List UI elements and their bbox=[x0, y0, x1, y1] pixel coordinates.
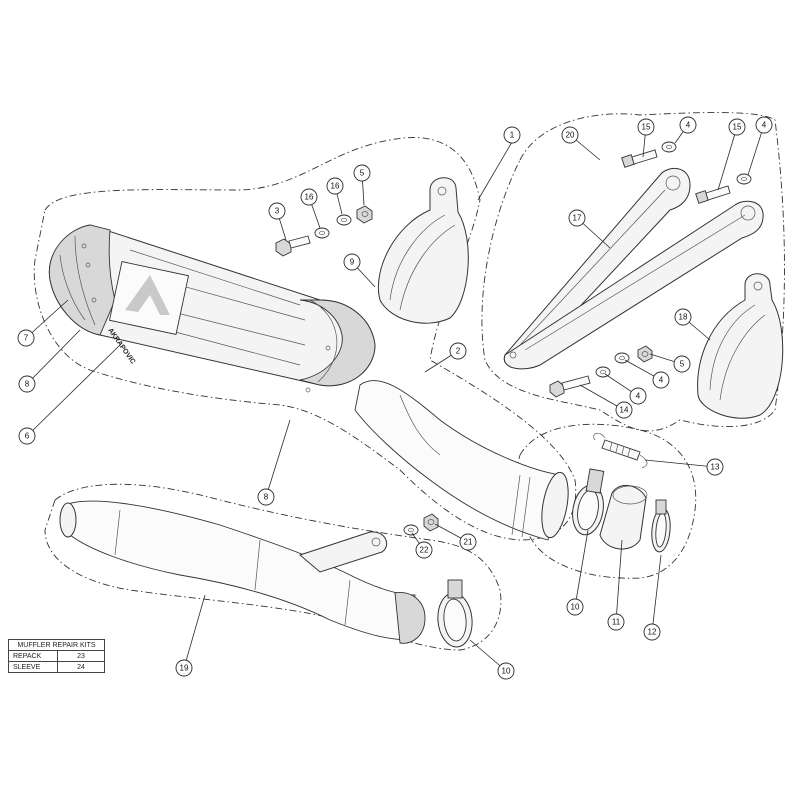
callout-5a: 5 bbox=[353, 164, 371, 182]
svg-text:18: 18 bbox=[679, 313, 688, 322]
svg-text:7: 7 bbox=[24, 334, 29, 343]
svg-text:10: 10 bbox=[571, 603, 580, 612]
nut-21 bbox=[423, 513, 439, 532]
washer-16b bbox=[336, 214, 352, 226]
svg-text:20: 20 bbox=[566, 131, 575, 140]
bolt-15b bbox=[695, 185, 731, 204]
washer-22 bbox=[403, 524, 419, 536]
clamp-10a bbox=[572, 468, 605, 536]
callout-18: 18 bbox=[674, 308, 692, 326]
kit-row: SLEEVE 24 bbox=[8, 661, 105, 673]
svg-text:2: 2 bbox=[456, 347, 461, 356]
washer-4b bbox=[736, 173, 752, 185]
callout-4d: 4 bbox=[629, 387, 647, 405]
clamp-10b bbox=[437, 579, 473, 648]
svg-text:19: 19 bbox=[180, 664, 189, 673]
svg-text:15: 15 bbox=[642, 123, 651, 132]
bolt-3 bbox=[275, 235, 311, 257]
callout-14: 14 bbox=[615, 401, 633, 419]
kit-name-sleeve: SLEEVE bbox=[8, 661, 58, 673]
callout-8a: 8 bbox=[18, 375, 36, 393]
callout-20: 20 bbox=[561, 126, 579, 144]
callout-3: 3 bbox=[268, 202, 286, 220]
svg-text:6: 6 bbox=[25, 432, 30, 441]
callout-17: 17 bbox=[568, 209, 586, 227]
callout-15a: 15 bbox=[637, 118, 655, 136]
strap-clamp-9 bbox=[378, 177, 469, 324]
kit-number-repack: 23 bbox=[57, 650, 105, 662]
clamp-12 bbox=[651, 499, 671, 553]
svg-text:10: 10 bbox=[502, 667, 511, 676]
callout-5b: 5 bbox=[673, 355, 691, 373]
clamp-kit-outline bbox=[515, 423, 697, 579]
callout-4b: 4 bbox=[755, 116, 773, 134]
svg-text:14: 14 bbox=[620, 406, 629, 415]
callout-16a: 16 bbox=[300, 188, 318, 206]
muffler-body: AKRAPOVIC bbox=[48, 224, 569, 541]
nut-5a bbox=[356, 205, 373, 224]
washer-4d bbox=[595, 366, 611, 378]
callout-9: 9 bbox=[343, 253, 361, 271]
callout-15b: 15 bbox=[728, 118, 746, 136]
svg-text:8: 8 bbox=[25, 380, 30, 389]
svg-text:4: 4 bbox=[636, 392, 641, 401]
svg-text:15: 15 bbox=[733, 123, 742, 132]
svg-text:3: 3 bbox=[275, 207, 280, 216]
link-pipe-19 bbox=[59, 500, 426, 644]
svg-text:5: 5 bbox=[680, 360, 685, 369]
callout-10b: 10 bbox=[497, 662, 515, 680]
sleeve-11 bbox=[599, 484, 648, 550]
muffler-assembly-outline bbox=[33, 137, 577, 541]
callout-11: 11 bbox=[607, 613, 625, 631]
svg-text:12: 12 bbox=[648, 628, 657, 637]
kit-row: REPACK 23 bbox=[8, 650, 105, 662]
bolt-15a bbox=[621, 149, 658, 168]
muffler-repair-kits-table: MUFFLER REPAIR KITS REPACK 23 SLEEVE 24 bbox=[8, 639, 105, 673]
svg-text:17: 17 bbox=[573, 214, 582, 223]
callout-4a: 4 bbox=[679, 116, 697, 134]
svg-text:11: 11 bbox=[612, 618, 621, 627]
kit-number-sleeve: 24 bbox=[57, 661, 105, 673]
callout-21: 21 bbox=[459, 533, 477, 551]
bracket-assembly-outline bbox=[481, 112, 785, 432]
svg-text:8: 8 bbox=[264, 493, 269, 502]
svg-text:22: 22 bbox=[420, 546, 429, 555]
svg-text:21: 21 bbox=[464, 538, 473, 547]
callout-4c: 4 bbox=[652, 371, 670, 389]
svg-text:16: 16 bbox=[305, 193, 314, 202]
nut-5b bbox=[637, 345, 653, 363]
callout-7: 7 bbox=[17, 329, 35, 347]
bolt-14 bbox=[549, 375, 591, 398]
callout-19: 19 bbox=[175, 659, 193, 677]
svg-text:5: 5 bbox=[360, 169, 365, 178]
kit-table-title: MUFFLER REPAIR KITS bbox=[8, 639, 105, 651]
callout-12: 12 bbox=[643, 623, 661, 641]
callout-10a: 10 bbox=[566, 598, 584, 616]
bracket-17-lower-arm bbox=[503, 200, 764, 370]
callout-6: 6 bbox=[18, 427, 36, 445]
svg-text:9: 9 bbox=[350, 258, 355, 267]
callout-13: 13 bbox=[706, 458, 724, 476]
svg-text:13: 13 bbox=[711, 463, 720, 472]
washer-16a bbox=[314, 227, 330, 239]
kit-name-repack: REPACK bbox=[8, 650, 58, 662]
svg-text:1: 1 bbox=[510, 131, 515, 140]
svg-text:16: 16 bbox=[331, 182, 340, 191]
callout-22: 22 bbox=[415, 541, 433, 559]
svg-text:4: 4 bbox=[686, 121, 691, 130]
callout-8b: 8 bbox=[257, 488, 275, 506]
washer-4a bbox=[661, 141, 677, 153]
link-pipe-assembly-outline bbox=[44, 483, 502, 651]
strap-clamp-18 bbox=[697, 273, 784, 419]
callout-16b: 16 bbox=[326, 177, 344, 195]
spring-13 bbox=[593, 432, 648, 469]
svg-text:4: 4 bbox=[762, 121, 767, 130]
callout-2: 2 bbox=[449, 342, 467, 360]
svg-text:4: 4 bbox=[659, 376, 664, 385]
callout-1: 1 bbox=[503, 126, 521, 144]
